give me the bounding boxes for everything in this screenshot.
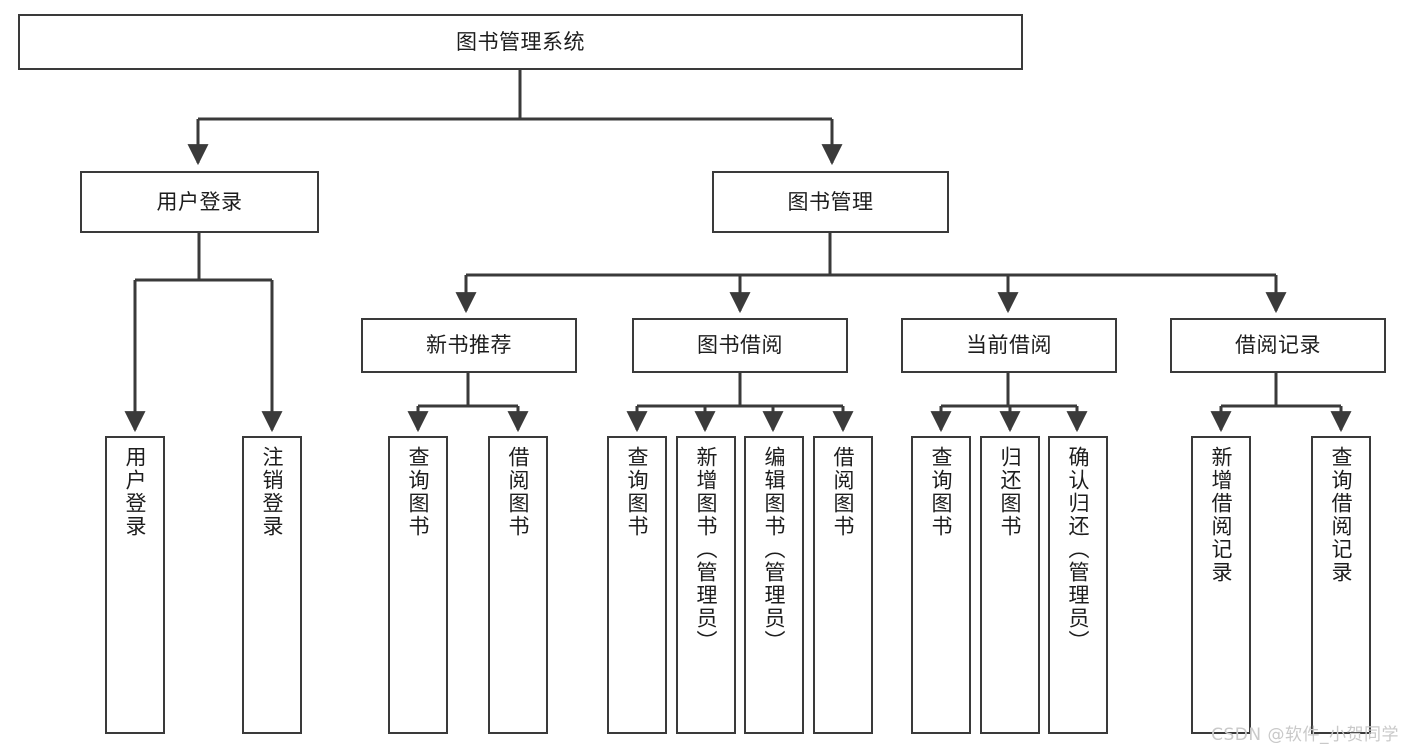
- leaf-logout-login[interactable]: 注销登录: [242, 436, 302, 734]
- node-label: 注销登录: [260, 446, 285, 538]
- node-label: 新增图书（管理员）: [694, 446, 719, 653]
- node-label: 借阅记录: [1235, 333, 1321, 358]
- leaf-borrow-book-1[interactable]: 借阅图书: [488, 436, 548, 734]
- leaf-confirm-return[interactable]: 确认归还（管理员）: [1048, 436, 1108, 734]
- leaf-borrow-book-2[interactable]: 借阅图书: [813, 436, 873, 734]
- node-label: 图书借阅: [697, 333, 783, 358]
- node-label: 编辑图书（管理员）: [762, 446, 787, 653]
- node-book-borrow[interactable]: 图书借阅: [632, 318, 848, 373]
- node-label: 当前借阅: [966, 333, 1052, 358]
- node-borrow-record[interactable]: 借阅记录: [1170, 318, 1386, 373]
- node-book-management[interactable]: 图书管理: [712, 171, 949, 233]
- node-label: 新书推荐: [426, 333, 512, 358]
- node-label: 确认归还（管理员）: [1066, 446, 1091, 653]
- leaf-query-book-2[interactable]: 查询图书: [607, 436, 667, 734]
- node-label: 图书管理系统: [456, 29, 585, 54]
- leaf-edit-book[interactable]: 编辑图书（管理员）: [744, 436, 804, 734]
- node-label: 归还图书: [998, 446, 1023, 538]
- node-new-book-recommend[interactable]: 新书推荐: [361, 318, 577, 373]
- node-label: 查询图书: [625, 446, 650, 538]
- leaf-user-login[interactable]: 用户登录: [105, 436, 165, 734]
- node-label: 用户登录: [156, 189, 243, 214]
- leaf-query-record[interactable]: 查询借阅记录: [1311, 436, 1371, 734]
- node-label: 图书管理: [787, 189, 874, 214]
- node-label: 新增借阅记录: [1209, 446, 1234, 584]
- node-label: 借阅图书: [506, 446, 531, 538]
- node-label: 查询借阅记录: [1329, 446, 1354, 584]
- node-user-login[interactable]: 用户登录: [80, 171, 319, 233]
- node-root-book-management-system[interactable]: 图书管理系统: [18, 14, 1023, 70]
- leaf-add-record[interactable]: 新增借阅记录: [1191, 436, 1251, 734]
- leaf-query-book-1[interactable]: 查询图书: [388, 436, 448, 734]
- leaf-return-book[interactable]: 归还图书: [980, 436, 1040, 734]
- node-label: 借阅图书: [831, 446, 856, 538]
- node-current-borrow[interactable]: 当前借阅: [901, 318, 1117, 373]
- node-label: 查询图书: [929, 446, 954, 538]
- node-label: 用户登录: [123, 446, 148, 538]
- leaf-query-book-3[interactable]: 查询图书: [911, 436, 971, 734]
- leaf-add-book[interactable]: 新增图书（管理员）: [676, 436, 736, 734]
- node-label: 查询图书: [406, 446, 431, 538]
- csdn-watermark: CSDN @软件_小贺同学: [1211, 725, 1399, 745]
